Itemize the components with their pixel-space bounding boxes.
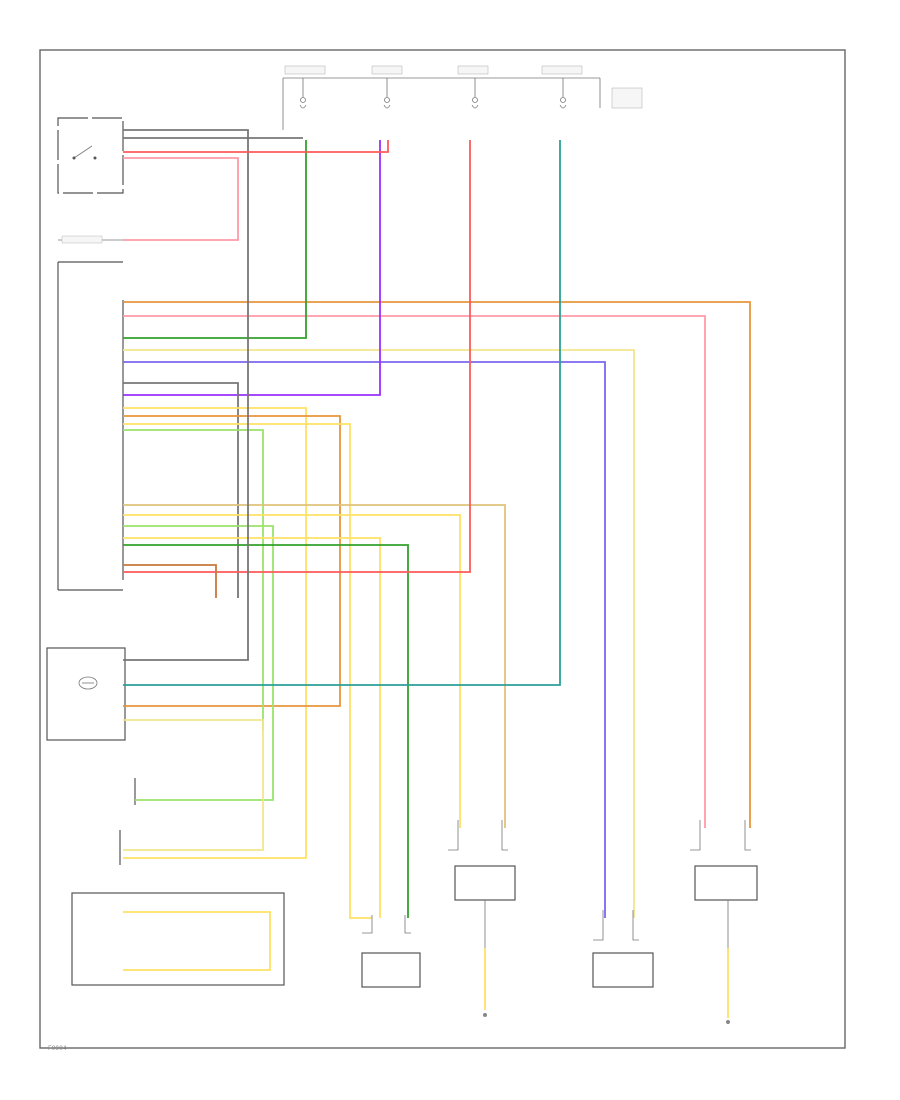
fuse-4-icon bbox=[559, 97, 567, 109]
wire-green-4 bbox=[123, 544, 409, 918]
right-front-speaker bbox=[454, 865, 516, 901]
wire-yellow-2 bbox=[123, 423, 372, 919]
diagram-border bbox=[39, 49, 846, 1049]
fuse-3-icon bbox=[471, 97, 479, 109]
wire-green-3 bbox=[123, 525, 274, 801]
wire-blue bbox=[123, 361, 606, 918]
right-rear-speaker bbox=[694, 865, 758, 901]
wire-red bbox=[123, 140, 471, 573]
left-front-speaker bbox=[592, 952, 654, 988]
wire-gray-2 bbox=[123, 129, 249, 661]
wire-purple bbox=[123, 140, 381, 396]
wire-green-2 bbox=[123, 429, 264, 730]
wire-red-2 bbox=[123, 140, 389, 153]
ground-icon bbox=[483, 1013, 730, 1024]
wire-yellow-5 bbox=[123, 911, 271, 971]
wire-orange-2 bbox=[123, 415, 341, 707]
blue-module bbox=[46, 647, 126, 741]
left-rear-speaker bbox=[361, 952, 421, 988]
wire-yellow-1 bbox=[123, 407, 307, 859]
speaker-blocks bbox=[361, 820, 758, 1024]
diagram-code: F0004 bbox=[48, 1045, 67, 1052]
wire-teal bbox=[123, 140, 561, 686]
fuse-1-icon bbox=[299, 97, 307, 109]
wire-brown bbox=[123, 564, 217, 598]
wire-light-yellow bbox=[123, 349, 635, 918]
wire-lightyellow-2 bbox=[123, 719, 264, 851]
switch-component bbox=[57, 117, 124, 244]
fuse-2-icon bbox=[383, 97, 391, 109]
wire-pink-top bbox=[123, 315, 706, 828]
main-control-module bbox=[57, 261, 124, 591]
wire-yellow-3 bbox=[123, 514, 461, 828]
wire-green-top bbox=[123, 140, 307, 339]
wires bbox=[123, 129, 751, 1018]
wire-tan bbox=[123, 504, 506, 828]
fuse-header bbox=[282, 65, 643, 130]
wire-yellow-4 bbox=[123, 537, 381, 918]
wire-pink-2 bbox=[123, 157, 239, 241]
wire-orange-top bbox=[123, 301, 751, 828]
left-lower-components bbox=[71, 778, 285, 986]
